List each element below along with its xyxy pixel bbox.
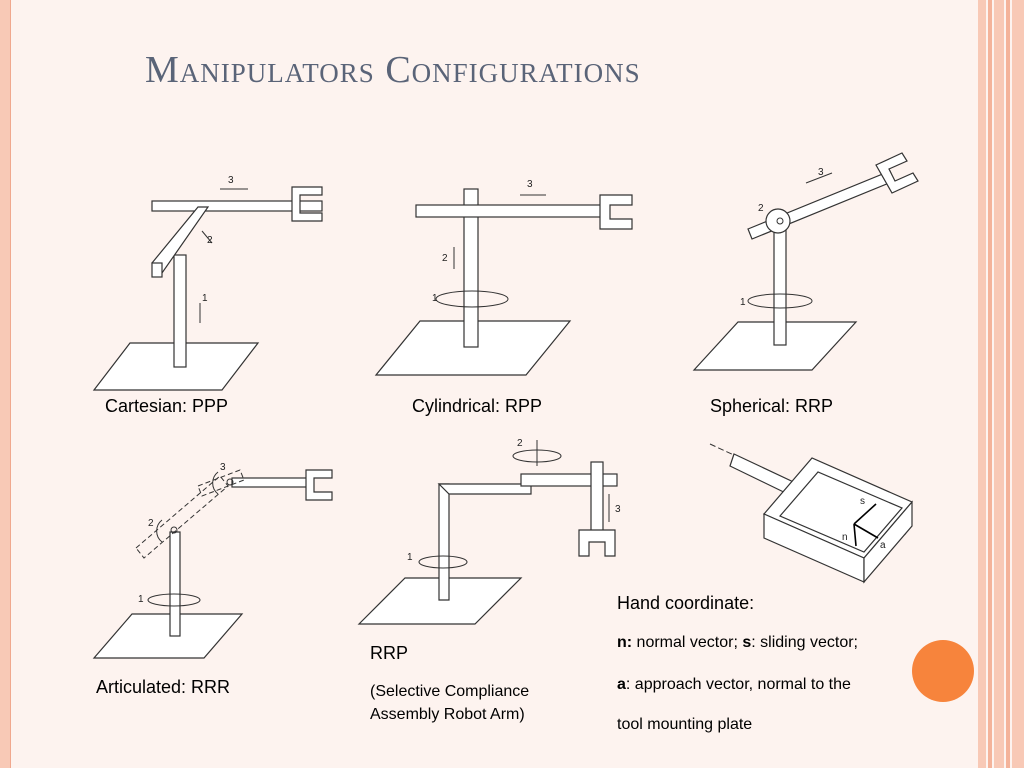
joint-1-label: 1: [407, 552, 413, 563]
articulated-diagram: 3 2 1: [92, 462, 333, 659]
spherical-label: Spherical: RRP: [710, 396, 834, 416]
joint-2-label: 2: [148, 518, 154, 529]
joint-1-label: 1: [138, 594, 144, 605]
a-definition: : approach vector, normal to the: [625, 676, 851, 693]
left-border-decoration: [0, 0, 11, 768]
scara-name-label: RRP: [370, 643, 409, 663]
axis-a-label: a: [880, 540, 886, 551]
joint-1-label: 1: [740, 297, 746, 308]
hand-coordinate-line1: n: normal vector; s: sliding vector;: [617, 634, 858, 652]
hand-coordinate-heading: Hand coordinate:: [617, 593, 755, 613]
scara-description-line2: Assembly Robot Arm): [370, 706, 525, 723]
s-term: s: [742, 634, 752, 651]
orange-circle-decoration: [912, 640, 974, 702]
n-definition: normal vector;: [632, 634, 743, 651]
joint-2-label: 2: [517, 438, 523, 449]
joint-2-label: 2: [442, 253, 448, 264]
cartesian-diagram: 3 2 1: [92, 175, 323, 391]
cartesian-label: Cartesian: PPP: [105, 396, 229, 416]
spherical-diagram: 3 2 1: [692, 152, 919, 371]
joint-1-label: 1: [432, 293, 438, 304]
joint-3-label: 3: [228, 175, 234, 186]
hand-coordinate-diagram: s n a: [709, 443, 913, 584]
cylindrical-label: Cylindrical: RPP: [412, 396, 543, 416]
articulated-label: Articulated: RRR: [96, 677, 231, 697]
n-term: n:: [617, 634, 633, 651]
hand-coordinate-line2: a: approach vector, normal to the: [617, 676, 851, 694]
s-definition: : sliding vector;: [751, 634, 858, 651]
joint-1-label: 1: [202, 293, 208, 304]
axis-n-label: n: [842, 532, 848, 543]
axis-s-label: s: [860, 496, 865, 507]
joint-2-label: 2: [207, 235, 213, 246]
scara-description-line1: (Selective Compliance: [370, 683, 530, 700]
cylindrical-diagram: 3 2 1: [374, 179, 633, 376]
a-term: a: [617, 676, 626, 693]
hand-coordinate-line3: tool mounting plate: [617, 716, 753, 733]
right-border-decoration: [978, 0, 1024, 768]
slide-title: Manipulators Configurations: [145, 49, 641, 91]
joint-2-label: 2: [758, 203, 764, 214]
joint-3-label: 3: [220, 462, 226, 473]
joint-3-label: 3: [615, 504, 621, 515]
scara-diagram: 2 3 1: [357, 438, 621, 625]
joint-3-label: 3: [818, 167, 824, 178]
joint-3-label: 3: [527, 179, 533, 190]
